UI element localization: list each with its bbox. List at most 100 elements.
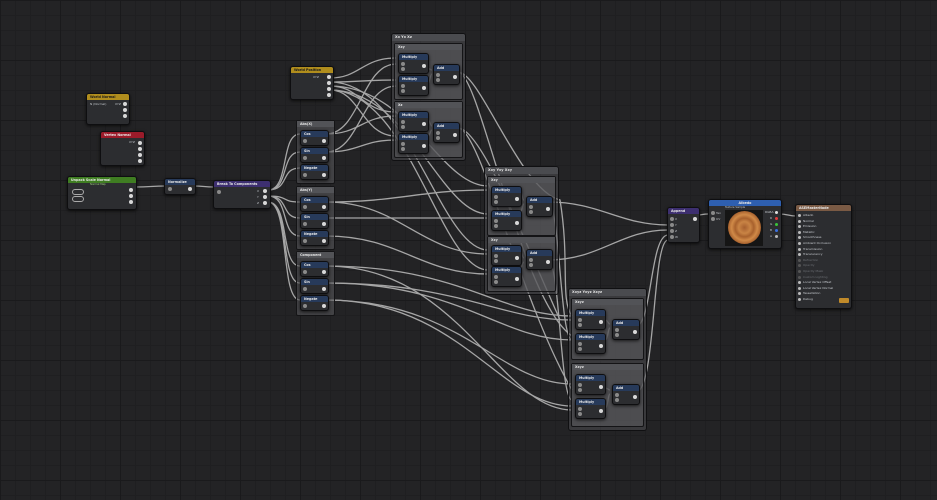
input-pin[interactable] [303, 205, 307, 209]
multiply-node[interactable]: Multiply [575, 309, 606, 330]
input-pin[interactable] [529, 205, 533, 209]
output-pin[interactable] [138, 147, 142, 151]
input-pin[interactable] [168, 187, 172, 191]
output-pin[interactable] [263, 201, 267, 205]
input-pin[interactable] [401, 67, 405, 71]
input-pin[interactable] [494, 259, 498, 263]
input-pin[interactable] [615, 393, 619, 397]
input-pin[interactable] [436, 131, 440, 135]
world-position-node[interactable]: World Position XYZ [290, 66, 334, 100]
sin-node[interactable]: Sin [300, 278, 329, 294]
output-pin[interactable] [263, 189, 267, 193]
output-pin[interactable] [422, 144, 426, 148]
output-pin[interactable] [327, 87, 331, 91]
input-pin[interactable] [578, 388, 582, 392]
multiply-node[interactable]: Multiply [491, 186, 522, 207]
input-pin[interactable] [217, 190, 221, 194]
subgroup-1b[interactable]: Xz Multiply Multiply Add [394, 101, 463, 158]
input-pin[interactable] [798, 286, 801, 290]
input-pin-tex[interactable] [711, 211, 715, 215]
output-pin[interactable] [129, 188, 133, 192]
input-pin[interactable] [578, 342, 582, 346]
master-input-row[interactable]: Opacity [798, 263, 848, 268]
multiply-node[interactable]: Multiply [491, 266, 522, 287]
input-pin[interactable] [494, 200, 498, 204]
output-pin[interactable] [515, 197, 519, 201]
input-pin[interactable] [303, 222, 307, 226]
output-pin[interactable] [599, 320, 603, 324]
input-pin[interactable] [798, 253, 801, 257]
multiply-node[interactable]: Multiply [491, 245, 522, 266]
multiply-node[interactable]: Multiply [398, 53, 429, 74]
output-pin[interactable] [546, 207, 550, 211]
input-pin[interactable] [578, 347, 582, 351]
input-pin[interactable] [303, 139, 307, 143]
output-pin[interactable] [123, 102, 127, 106]
input-pin[interactable] [529, 258, 533, 262]
group-xxyz-yxyz-xxyz[interactable]: Xxyz Yxyz Xxyz Xxyz Multiply Multiply Ad… [568, 288, 647, 431]
cos-node[interactable]: Cos [300, 130, 329, 146]
append-node[interactable]: Append X Y Z W [667, 207, 700, 243]
vertex-normal-node[interactable]: Vertex Normal XYZ [100, 131, 145, 166]
input-pin[interactable] [436, 73, 440, 77]
master-input-row[interactable]: Custom Lighting [798, 275, 848, 280]
input-pin[interactable] [798, 242, 801, 245]
multiply-node[interactable]: Multiply [575, 398, 606, 419]
add-node[interactable]: Add [526, 249, 553, 270]
output-pin[interactable] [599, 344, 603, 348]
input-pin[interactable] [798, 298, 801, 301]
master-input-row[interactable]: Tessellation [798, 291, 848, 296]
input-pin[interactable] [529, 263, 533, 267]
master-input-row[interactable]: Translucency [798, 252, 848, 257]
output-pin[interactable] [599, 385, 603, 389]
add-node[interactable]: Add [612, 384, 640, 405]
master-input-row[interactable]: Metallic [798, 230, 848, 235]
input-pin[interactable] [494, 195, 498, 199]
cos-node[interactable]: Cos [300, 196, 329, 212]
input-pin[interactable] [798, 230, 801, 234]
output-pin[interactable] [322, 139, 326, 143]
input-pin[interactable] [578, 323, 582, 327]
input-pin[interactable] [303, 304, 307, 308]
input-pin[interactable] [494, 219, 498, 223]
unpack-scale-normal-node[interactable]: Unpack Scale Normal Normal Map [67, 176, 137, 210]
master-input-row[interactable]: Normal [798, 219, 848, 224]
input-pin[interactable] [494, 275, 498, 279]
output-pin[interactable] [515, 277, 519, 281]
abs-z-group[interactable]: Component Cos Sin Negate [296, 251, 335, 316]
master-input-row[interactable]: Local Vertex Offset [798, 280, 848, 285]
input-pin[interactable] [303, 173, 307, 177]
multiply-node[interactable]: Multiply [575, 333, 606, 354]
input-pin[interactable] [615, 333, 619, 337]
multiply-node[interactable]: Multiply [575, 374, 606, 395]
add-node[interactable]: Add [612, 319, 640, 340]
shader-export-icon[interactable] [839, 298, 849, 303]
input-pin[interactable] [401, 142, 405, 146]
output-pin[interactable] [322, 287, 326, 291]
negate-node[interactable]: Negate [300, 164, 329, 180]
output-pin[interactable] [453, 133, 457, 137]
break-to-components-node[interactable]: Break To Components X Y Z [213, 180, 271, 209]
multiply-node[interactable]: Multiply [398, 111, 429, 132]
output-pin[interactable] [322, 222, 326, 226]
output-pin[interactable] [422, 86, 426, 90]
input-pin[interactable] [436, 136, 440, 140]
output-pin[interactable] [138, 141, 142, 145]
albedo-texture-node[interactable]: Albedo Texture Sample Tex UV RGBA R G B … [708, 199, 782, 249]
normalize-node[interactable]: Normalize [164, 178, 196, 195]
input-pin[interactable] [615, 328, 619, 332]
input-pin[interactable] [798, 247, 801, 251]
input-pin[interactable] [303, 287, 307, 291]
master-input-row[interactable]: Ambient Occlusion [798, 241, 848, 246]
multiply-node[interactable]: Multiply [398, 133, 429, 154]
add-node[interactable]: Add [526, 196, 553, 217]
output-pin[interactable] [546, 260, 550, 264]
world-normal-node[interactable]: World Normal N (Normal) XYZ [86, 93, 130, 125]
output-pin[interactable] [327, 81, 331, 85]
input-pin[interactable] [494, 280, 498, 284]
master-input-row[interactable]: Emission [798, 224, 848, 229]
input-pin-x[interactable] [670, 217, 674, 221]
input-pin[interactable] [615, 398, 619, 402]
input-pin[interactable] [494, 224, 498, 228]
input-pin[interactable] [401, 89, 405, 93]
